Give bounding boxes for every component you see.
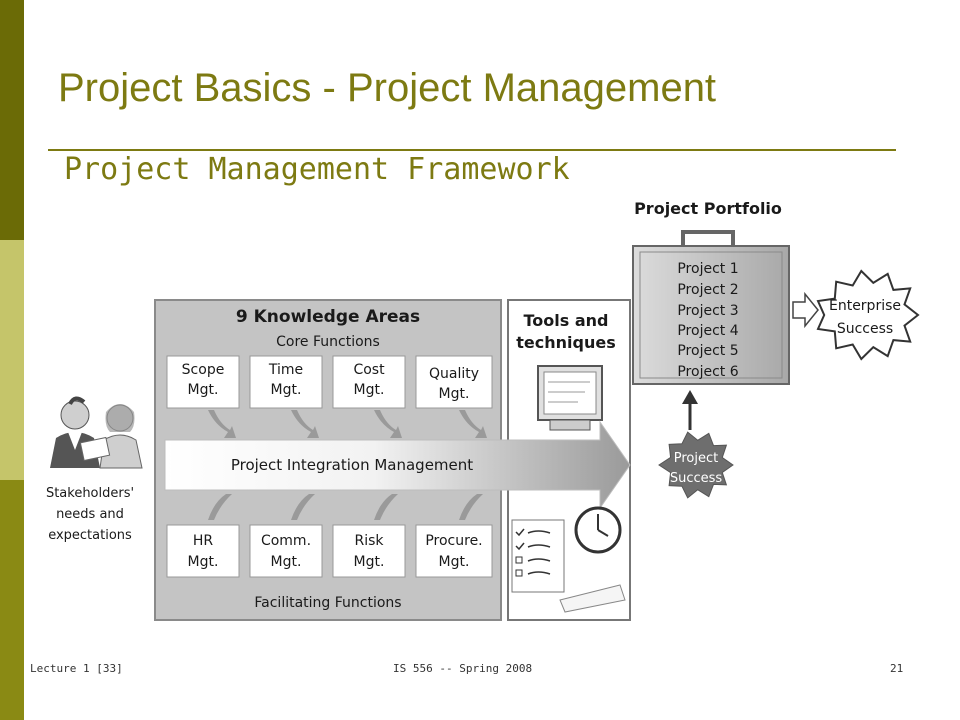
core-function-line1: Time: [268, 362, 303, 378]
sidebar-light-segment: [0, 240, 24, 480]
portfolio-project-5: Project 5: [677, 343, 738, 359]
stakeholders-line2: needs and: [56, 507, 124, 522]
core-function-line1: Cost: [353, 362, 385, 378]
facilitating-function-hr: HR Mgt.: [166, 524, 240, 578]
tools-label-line2: techniques: [516, 333, 615, 352]
stakeholders-line3: expectations: [48, 528, 132, 543]
project-success-line1: Project: [674, 451, 718, 466]
enterprise-arrow: [792, 291, 819, 329]
integration-arrow: [164, 420, 631, 510]
enterprise-success-burst: [816, 269, 920, 361]
checklist-icon: [511, 519, 565, 593]
sidebar-mid-segment: [0, 480, 24, 720]
integration-label: Project Integration Management: [231, 456, 473, 474]
facilitating-function-line2: Mgt.: [354, 554, 385, 570]
portfolio-project-2: Project 2: [677, 282, 738, 298]
facilitating-function-line2: Mgt.: [271, 554, 302, 570]
stakeholders-line1: Stakeholders': [46, 486, 134, 501]
footer-course: IS 556 -- Spring 2008: [393, 662, 533, 675]
core-function-scope: Scope Mgt.: [166, 355, 240, 409]
core-function-line2: Mgt.: [439, 386, 470, 402]
project-success-arrow-head: [682, 390, 698, 404]
core-function-line1: Quality: [429, 366, 479, 382]
core-function-line1: Scope: [182, 362, 225, 378]
clock-icon: [574, 506, 622, 554]
core-function-line2: Mgt.: [188, 382, 219, 398]
title-divider: [48, 149, 896, 151]
facilitating-flow-arrows: [208, 494, 483, 520]
enterprise-success-line2: Success: [837, 321, 893, 337]
core-function-cost: Cost Mgt.: [332, 355, 406, 409]
sidebar-dark-segment: [0, 0, 24, 240]
facilitating-function-line2: Mgt.: [188, 554, 219, 570]
facilitating-function-comm: Comm. Mgt.: [249, 524, 323, 578]
core-functions-label: Core Functions: [276, 334, 380, 350]
slide-subtitle: Project Management Framework: [64, 152, 570, 187]
footer-lecture: Lecture 1 [33]: [30, 662, 123, 675]
core-function-line2: Mgt.: [271, 382, 302, 398]
facilitating-functions-label: Facilitating Functions: [254, 595, 401, 611]
portfolio-project-6: Project 6: [677, 364, 738, 380]
portfolio-project-4: Project 4: [677, 323, 738, 339]
core-function-quality: Quality Mgt.: [415, 355, 493, 409]
facilitating-function-risk: Risk Mgt.: [332, 524, 406, 578]
slide-title: Project Basics - Project Management: [58, 66, 717, 110]
portfolio-project-3: Project 3: [677, 303, 738, 319]
footer-page-number: 21: [890, 662, 904, 675]
facilitating-function-line1: Risk: [354, 533, 384, 549]
facilitating-function-procure: Procure. Mgt.: [415, 524, 493, 578]
project-success-line2: Success: [670, 471, 723, 486]
facilitating-function-line1: HR: [193, 533, 214, 549]
portfolio-project-1: Project 1: [677, 261, 738, 277]
portfolio-title: Project Portfolio: [634, 199, 782, 218]
core-function-line2: Mgt.: [354, 382, 385, 398]
stakeholders-icon: [50, 396, 143, 469]
enterprise-success-line1: Enterprise: [829, 298, 901, 314]
computer-icon: [537, 365, 603, 431]
core-flow-arrows: [208, 410, 487, 438]
project-success-burst: [658, 431, 734, 499]
facilitating-function-line1: Comm.: [261, 533, 311, 549]
facilitating-function-line2: Mgt.: [439, 554, 470, 570]
ruler-drawing: [559, 584, 626, 613]
core-function-time: Time Mgt.: [249, 355, 323, 409]
facilitating-function-line1: Procure.: [425, 533, 482, 549]
tools-label-line1: Tools and: [524, 311, 609, 330]
knowledge-areas-title: 9 Knowledge Areas: [236, 307, 420, 327]
briefcase-icon: [632, 230, 790, 385]
